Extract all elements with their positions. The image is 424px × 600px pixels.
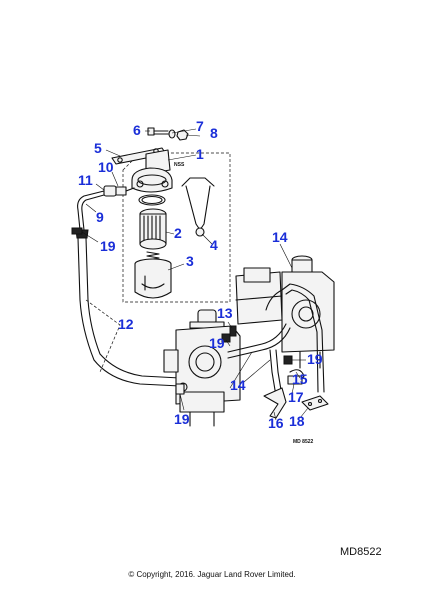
callout-numbers: 1 2 3 4 5 6 7 8 9 10 11 12 13 14 14 15 1…: [78, 118, 323, 431]
front-carburettor: [163, 309, 241, 427]
callout-14-top: 14: [272, 229, 288, 245]
hose-leaders: [85, 299, 121, 373]
hose-clip-19-left: [71, 227, 83, 235]
callout-9: 9: [96, 209, 104, 225]
washer: [168, 129, 176, 139]
inset-code: MD 8522: [293, 439, 314, 445]
filter-bowl: [134, 258, 172, 299]
clip-plate-18: [301, 395, 329, 411]
fuel-hose: [77, 237, 181, 387]
filter-head: [131, 167, 173, 193]
callout-12: 12: [118, 316, 134, 332]
bracket-16: [263, 387, 287, 419]
rear-carburettor: [235, 255, 335, 369]
fuel-hoses: [227, 283, 325, 397]
callout-11: 11: [78, 172, 93, 188]
callout-2: 2: [174, 225, 182, 241]
hose-clip-19-front: [221, 333, 231, 343]
retaining-clip: [181, 177, 215, 237]
callout-15: 15: [292, 371, 308, 387]
callout-19-right: 19: [307, 351, 323, 367]
copyright-notice: © Copyright, 2016. Jaguar Land Rover Lim…: [128, 570, 296, 579]
callout-6: 6: [133, 122, 141, 138]
mounting-bolt: [147, 127, 169, 136]
leader-lines: [81, 128, 309, 421]
stud-13: [229, 325, 237, 337]
nut: [176, 129, 189, 141]
callout-10: 10: [98, 159, 114, 175]
sealing-ring: [138, 194, 166, 206]
callout-13: 13: [217, 305, 233, 321]
callout-5: 5: [94, 140, 102, 156]
hose-clip-19-bottom: [175, 383, 185, 395]
filter-element: [139, 208, 167, 250]
callout-7: 7: [196, 118, 204, 134]
tube-17: [287, 375, 303, 385]
callout-14-bottom: 14: [230, 377, 246, 393]
callout-18: 18: [289, 413, 305, 429]
callout-4: 4: [210, 237, 218, 253]
callout-19-front: 19: [209, 335, 225, 351]
diagram-code: MD8522: [340, 546, 382, 558]
callout-19-bottom: 19: [174, 411, 190, 427]
callout-3: 3: [186, 253, 194, 269]
callout-8: 8: [210, 125, 218, 141]
callout-1: 1: [196, 146, 204, 162]
inlet-union: [103, 185, 135, 197]
nss-label: NSS: [174, 162, 185, 168]
callout-19-left: 19: [100, 238, 116, 254]
callout-17: 17: [288, 389, 304, 405]
hose-clip-19-right: [283, 355, 293, 365]
callout-16: 16: [268, 415, 284, 431]
